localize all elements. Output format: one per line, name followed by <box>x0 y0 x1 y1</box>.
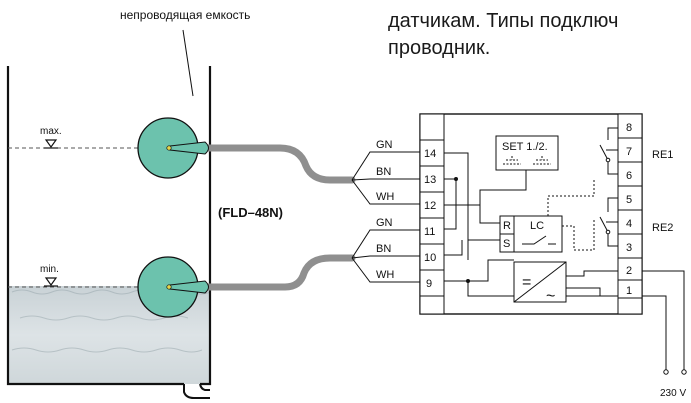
relay-label-re2: RE2 <box>652 222 673 234</box>
wire-gn-upper <box>351 151 426 181</box>
supply-line-1 <box>642 295 667 370</box>
wire-wh-lower <box>351 257 426 283</box>
min-level-label: min. <box>40 264 59 275</box>
wire-gn-lower <box>351 229 426 259</box>
drain-pipe <box>199 383 210 391</box>
lc-label: LC <box>530 220 544 232</box>
terminal-6: 6 <box>626 170 632 182</box>
right-terminal-strip <box>617 113 643 315</box>
upper-cable <box>191 144 356 184</box>
junction-dot <box>454 177 458 181</box>
wire-bn-lower <box>351 255 426 259</box>
supply-line-2 <box>642 270 685 370</box>
ac-symbol: ~ <box>546 288 555 305</box>
right-terminals <box>618 137 642 299</box>
terminal-5: 5 <box>626 194 632 206</box>
terminal-12: 12 <box>424 200 436 212</box>
wire-wh-upper <box>351 179 426 205</box>
terminal-8: 8 <box>626 122 632 134</box>
lc-switch-icon <box>522 235 556 245</box>
junction-dot <box>466 279 470 283</box>
min-level-triangle <box>44 277 58 287</box>
terminal-3: 3 <box>626 242 632 254</box>
terminal-13: 13 <box>424 174 436 186</box>
control-line-re1 <box>547 180 595 216</box>
water-ripple <box>11 347 203 353</box>
converter-diagonal <box>513 261 567 303</box>
wire-label: GN <box>376 139 393 151</box>
wire-label: WH <box>376 191 394 203</box>
relay-contact-re2-pivot <box>605 229 611 235</box>
terminal-1: 1 <box>626 285 632 297</box>
wire-label: WH <box>376 269 394 281</box>
set-switch-1-icon <box>503 156 521 165</box>
tank-wall-left <box>6 66 184 386</box>
lc-block <box>513 215 563 253</box>
left-terminals <box>420 139 444 297</box>
lower-sensor <box>137 256 209 318</box>
caption-pointer <box>182 29 194 97</box>
set-label: SET 1./2. <box>502 141 548 153</box>
relay-contact-re2 <box>599 197 618 247</box>
terminal-11: 11 <box>424 226 435 238</box>
header-text: датчикам. Типы подключ проводник. <box>388 8 618 62</box>
left-terminal-strip <box>419 113 445 315</box>
water-ripple <box>19 315 189 321</box>
supply-terminal <box>663 369 669 375</box>
wire-label: BN <box>376 166 391 178</box>
r-label: R <box>503 220 511 232</box>
max-level-label: max. <box>40 126 62 137</box>
max-level-triangle <box>44 139 58 149</box>
tank-wall-right <box>200 66 212 386</box>
model-label: (FLD–48N) <box>218 205 283 220</box>
supply-terminal <box>681 369 687 375</box>
wire-label: GN <box>376 217 393 229</box>
wire-bn-upper <box>351 178 426 181</box>
terminal-9: 9 <box>426 278 432 290</box>
set-switch-2-icon <box>533 156 551 165</box>
header-line-1: датчикам. Типы подключ <box>388 10 619 32</box>
relay-label-re1: RE1 <box>652 149 673 161</box>
relay-contact-re1-pivot <box>605 157 611 163</box>
tank-caption: непроводящая емкость <box>120 8 251 22</box>
terminal-10: 10 <box>424 252 436 264</box>
terminal-4: 4 <box>626 218 632 230</box>
control-line-re2 <box>562 220 595 251</box>
tank <box>6 66 212 399</box>
dc-symbol: = <box>522 274 531 291</box>
supply-label: 230 V <box>660 388 686 399</box>
lower-cable <box>191 254 356 291</box>
header-line-2: проводник. <box>388 37 491 59</box>
terminal-14: 14 <box>424 148 436 160</box>
s-label: S <box>503 238 510 250</box>
relay-contact-re1 <box>599 127 618 175</box>
wire-label: BN <box>376 243 391 255</box>
drain-pipe <box>183 384 210 399</box>
terminal-7: 7 <box>626 146 632 158</box>
upper-sensor <box>137 117 209 179</box>
terminal-2: 2 <box>626 265 632 277</box>
